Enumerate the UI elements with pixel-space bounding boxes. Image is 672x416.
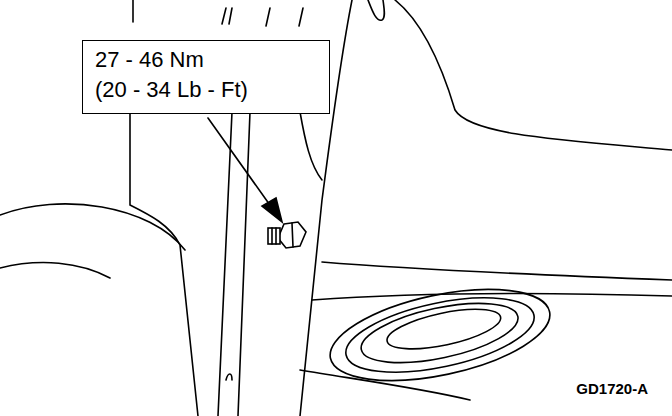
edge-line: [132, 0, 134, 22]
flange-outline: [238, 112, 250, 416]
torque-spec: 27 - 46 Nm: [95, 45, 317, 75]
drain-plug-bolt: [268, 222, 306, 248]
housing-outline: [0, 263, 110, 278]
flange-outline: [218, 112, 232, 416]
pan-rail: [312, 293, 672, 300]
flange-outline: [300, 112, 322, 180]
edge-line: [299, 8, 303, 26]
oval-boss: [322, 273, 558, 398]
figure-code: GD1720-A: [574, 380, 650, 397]
torque-spec: (20 - 34 Lb - Ft): [95, 75, 317, 105]
edge-line: [222, 8, 226, 24]
edge-line: [229, 8, 232, 24]
pan-rail: [322, 262, 672, 280]
edge-line: [226, 374, 232, 380]
housing-outline: [130, 112, 198, 416]
torque-callout-box: 27 - 46 Nm(20 - 34 Lb - Ft): [82, 40, 330, 114]
leader-arrowhead: [262, 198, 282, 222]
housing-outline: [0, 204, 185, 250]
flange-outline: [395, 0, 672, 150]
edge-line: [266, 8, 270, 26]
leader-line: [208, 118, 272, 208]
edge-line: [368, 0, 384, 20]
